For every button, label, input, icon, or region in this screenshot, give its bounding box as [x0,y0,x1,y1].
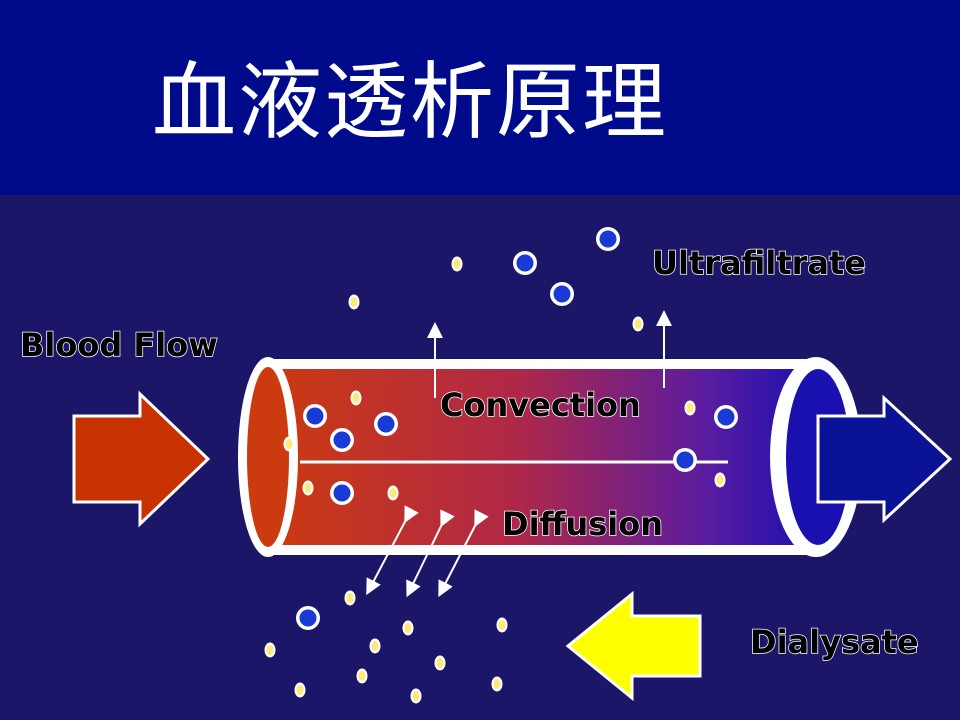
diffusion-arrows [366,505,489,598]
dialysate-arrow [565,590,702,702]
label-convection: Convection [440,386,641,424]
blood-flow-arrow [72,390,211,528]
label-blood-flow: Blood Flow [20,326,218,364]
hemodialysis-diagram: Blood Flow Ultrafiltrate Convection Diff… [19,227,953,704]
label-diffusion: Diffusion [502,505,663,543]
title-bar: 血液透析原理 [0,0,960,195]
label-dialysate: Dialysate [750,623,919,661]
label-ultrafiltrate: Ultrafiltrate [652,244,866,282]
outflow-arrow [816,394,953,524]
slide-title: 血液透析原理 [152,53,669,151]
